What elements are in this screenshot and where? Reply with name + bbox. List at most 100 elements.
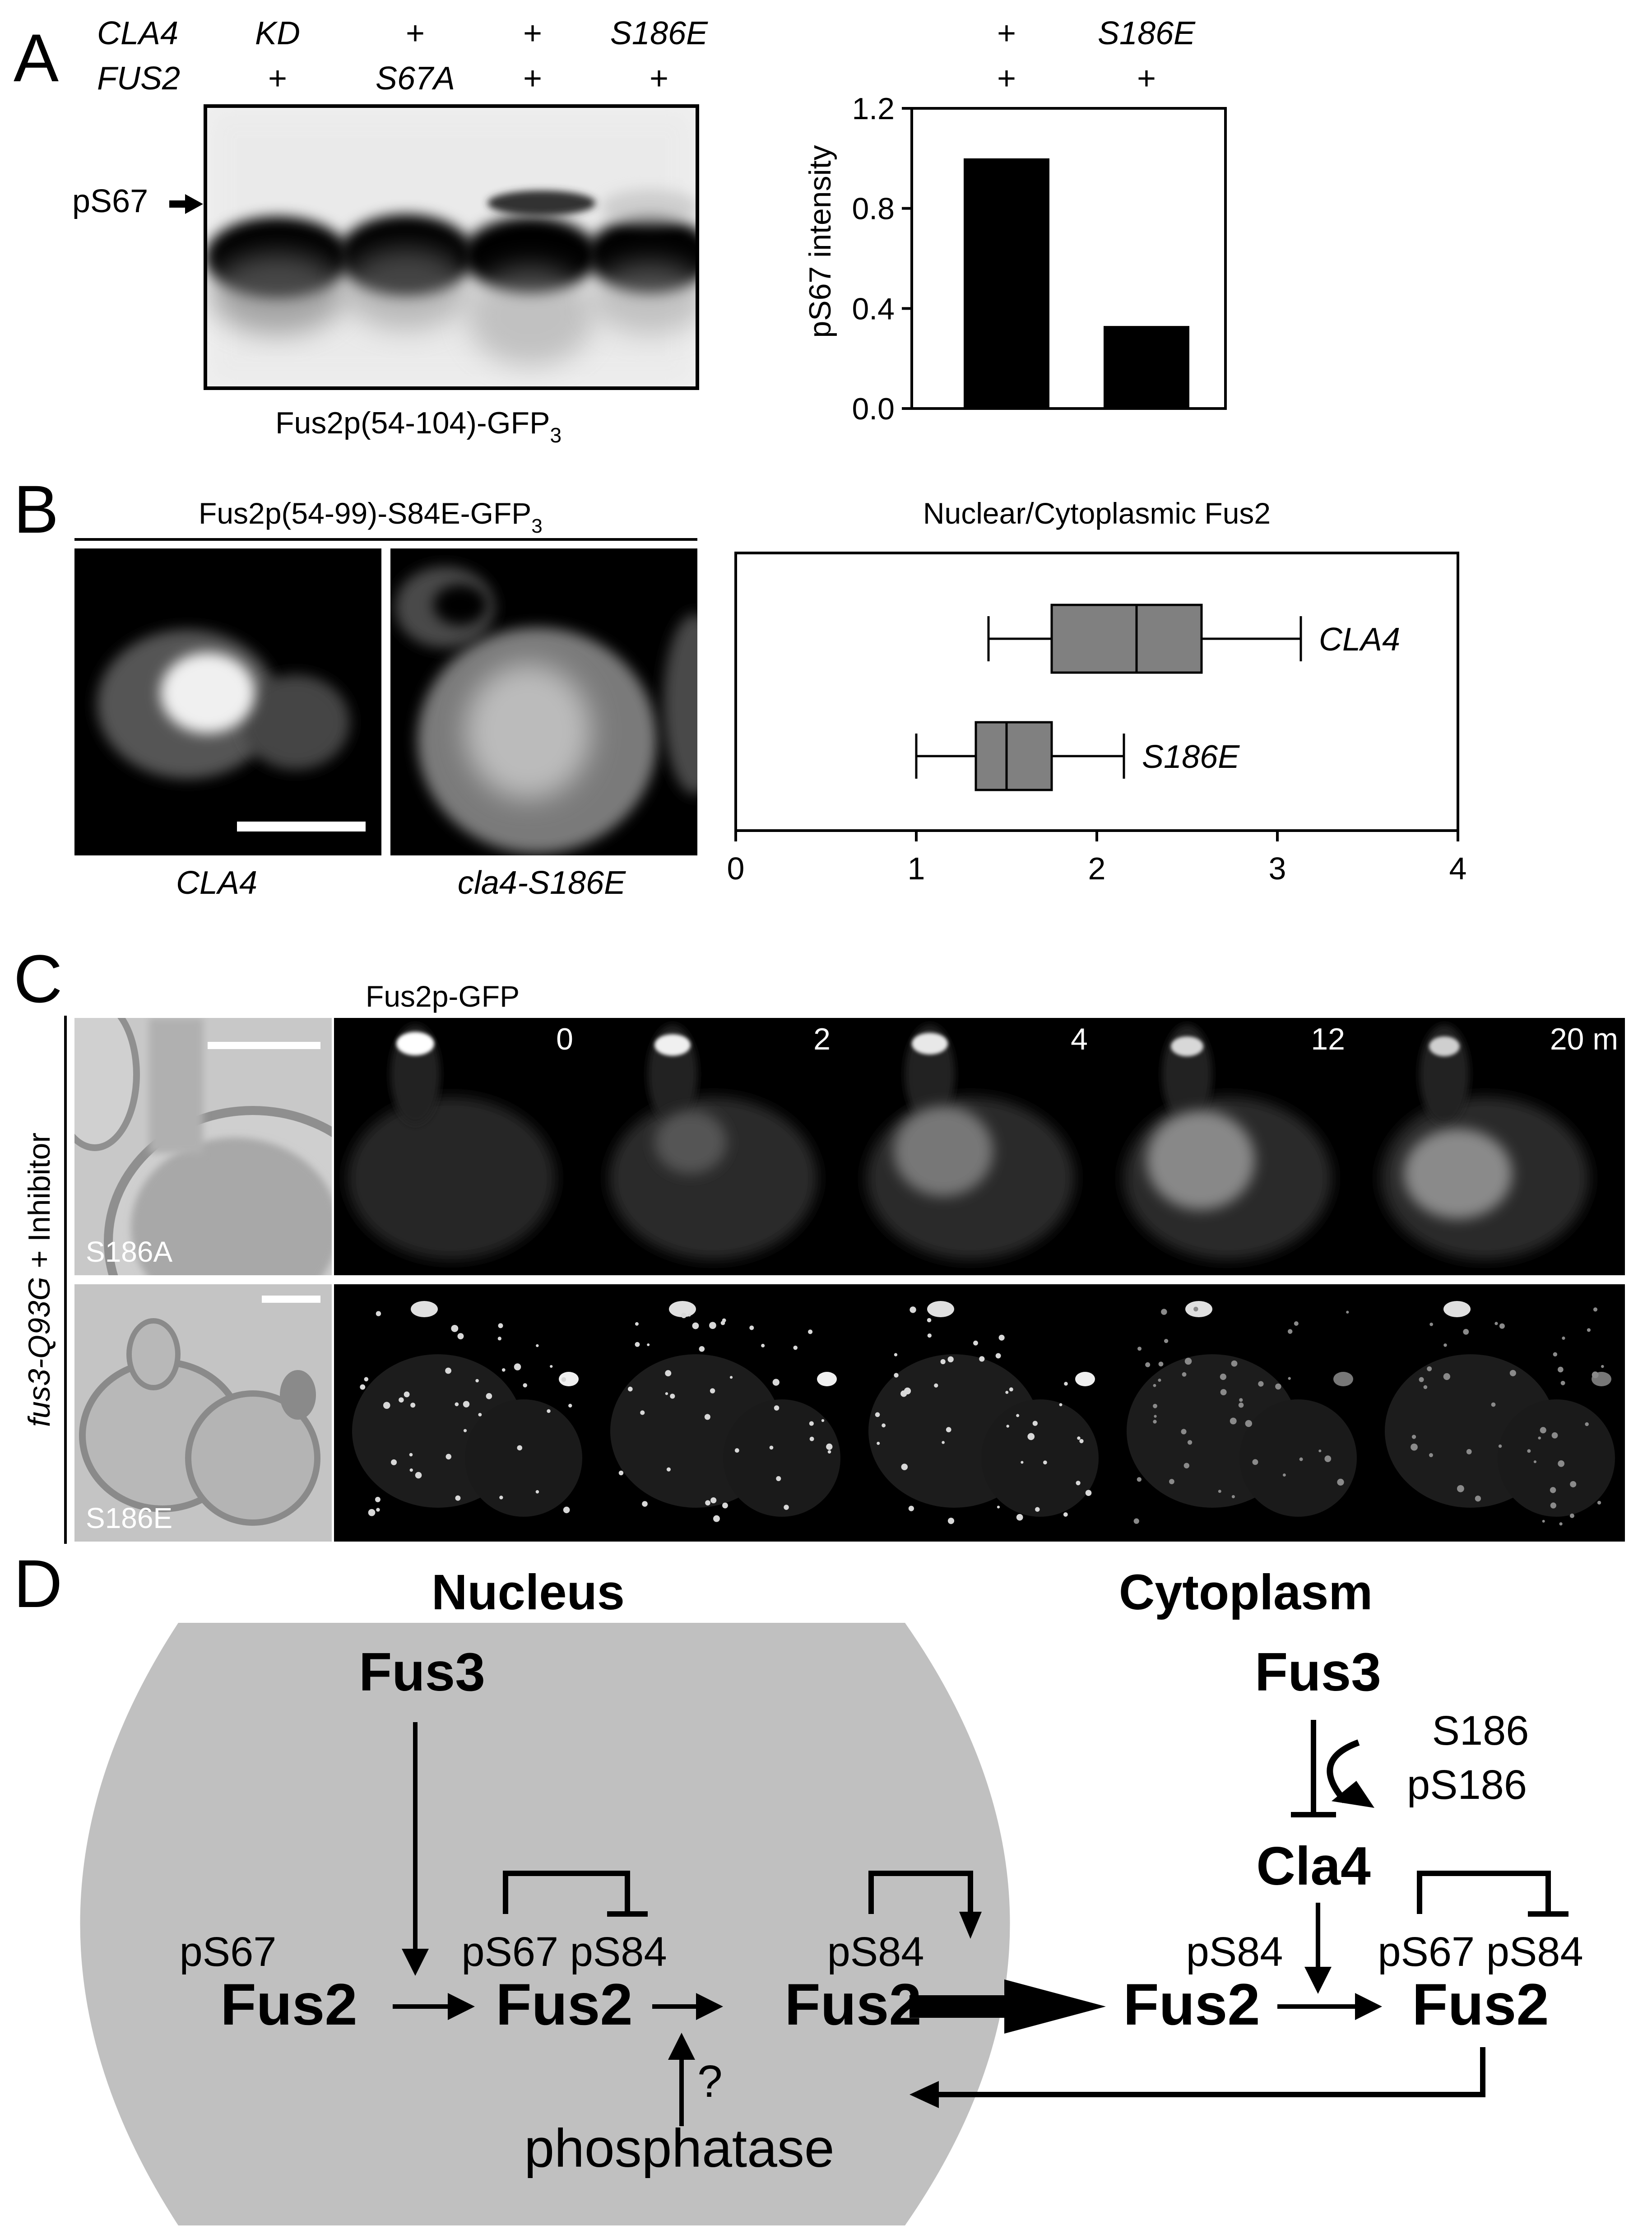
punctum bbox=[1153, 1420, 1157, 1424]
punctum bbox=[877, 1441, 880, 1445]
export-arrow bbox=[910, 1979, 1106, 2034]
punctum bbox=[692, 1322, 699, 1329]
chart-header-1-cla4: + bbox=[997, 15, 1016, 51]
punctum bbox=[1288, 1377, 1291, 1380]
punctum bbox=[998, 1334, 1005, 1341]
punctum bbox=[514, 1363, 521, 1370]
punctum bbox=[368, 1509, 376, 1516]
punctum bbox=[1597, 1500, 1601, 1505]
punctum bbox=[1076, 1481, 1081, 1486]
punctum bbox=[1275, 1383, 1281, 1390]
feedback-arrow-ps84 bbox=[868, 1871, 973, 1916]
timelapse-row-s186e: S186E bbox=[74, 1284, 1625, 1542]
punctum bbox=[772, 1379, 780, 1386]
row-label-cla4: CLA4 bbox=[97, 15, 178, 51]
punctum bbox=[1220, 1389, 1227, 1396]
punctum bbox=[734, 1448, 739, 1453]
punctum bbox=[463, 1401, 470, 1408]
punctum bbox=[410, 1403, 416, 1408]
blot-caption: Fus2p(54-104)-GFP3 bbox=[275, 406, 561, 447]
punctum bbox=[642, 1501, 648, 1507]
time-label-0: 0 bbox=[556, 1022, 573, 1056]
lane-2-cla4: + bbox=[406, 15, 425, 51]
punctum bbox=[1137, 1347, 1142, 1351]
punctum bbox=[451, 1324, 459, 1332]
punctum bbox=[1560, 1380, 1565, 1385]
tip-signal bbox=[411, 1301, 438, 1317]
punctum bbox=[1153, 1403, 1157, 1408]
punctum bbox=[808, 1329, 813, 1334]
tip-signal bbox=[1185, 1301, 1212, 1317]
panel-c-label: C bbox=[14, 941, 62, 1017]
micrograph-label-s186e: cla4-S186E bbox=[458, 865, 626, 901]
chart-header-2-cla4: S186E bbox=[1098, 15, 1196, 51]
punctum bbox=[1064, 1382, 1068, 1386]
micrograph-label-cla4: CLA4 bbox=[176, 865, 257, 901]
punctum bbox=[1032, 1421, 1038, 1426]
box-1-label: CLA4 bbox=[1319, 622, 1400, 658]
punctum bbox=[475, 1379, 479, 1383]
panel-c-header: Fus2p-GFP bbox=[366, 980, 520, 1013]
lane-1-fus2: + bbox=[268, 60, 287, 97]
nucleus-shape bbox=[80, 1623, 1010, 2225]
punctum bbox=[1182, 1372, 1187, 1377]
panel-a-label: A bbox=[14, 20, 59, 96]
band-label-ps67: pS67 bbox=[72, 183, 148, 219]
punctum bbox=[1245, 1420, 1253, 1427]
punctum bbox=[1551, 1432, 1558, 1439]
punctum bbox=[1027, 1433, 1035, 1440]
bar-chart-ytick-label: 0.8 bbox=[852, 192, 895, 226]
punctum bbox=[705, 1500, 710, 1506]
punctum bbox=[1161, 1309, 1167, 1315]
punctum bbox=[894, 1353, 898, 1356]
cell-body bbox=[981, 1399, 1099, 1517]
lane-1-cla4: KD bbox=[255, 15, 300, 51]
ps186-label: pS186 bbox=[1407, 1762, 1527, 1808]
time-label-12: 12 bbox=[1311, 1022, 1345, 1056]
bar-chart-ylabel: pS67 intensity bbox=[803, 145, 837, 338]
punctum bbox=[1457, 1485, 1464, 1492]
western-blot bbox=[204, 104, 699, 390]
bar-chart-ytick-label: 1.2 bbox=[852, 92, 895, 126]
punctum bbox=[457, 1333, 464, 1340]
punctum bbox=[635, 1322, 639, 1326]
micrograph-cla4-s186e bbox=[390, 548, 697, 855]
punctum bbox=[409, 1468, 413, 1472]
box-2-iqr bbox=[974, 721, 1053, 791]
punctum bbox=[1016, 1514, 1023, 1521]
punctum bbox=[517, 1445, 523, 1451]
punctum bbox=[501, 1368, 506, 1372]
punctum bbox=[1181, 1429, 1187, 1435]
punctum bbox=[568, 1403, 572, 1408]
time-label-2: 2 bbox=[813, 1022, 831, 1056]
punctum bbox=[647, 1343, 650, 1347]
punctum bbox=[710, 1497, 717, 1504]
punctum bbox=[1184, 1357, 1192, 1365]
punctum bbox=[875, 1412, 880, 1417]
punctum bbox=[376, 1508, 380, 1512]
punctum bbox=[979, 1356, 985, 1362]
scale-bar bbox=[262, 1296, 320, 1303]
punctum bbox=[375, 1496, 381, 1502]
punctum bbox=[498, 1323, 503, 1329]
punctum bbox=[710, 1388, 715, 1394]
punctum bbox=[665, 1392, 668, 1395]
inhibit-ps67-ps84-cytoplasm bbox=[1417, 1871, 1551, 1914]
strain-label-s186e: S186E bbox=[86, 1502, 172, 1534]
punctum bbox=[1558, 1366, 1564, 1373]
punctum bbox=[1252, 1459, 1258, 1465]
punctum bbox=[894, 1373, 899, 1378]
punctum bbox=[1466, 1449, 1472, 1454]
punctum bbox=[497, 1337, 501, 1341]
lane-3-fus2: + bbox=[523, 60, 542, 97]
punctum bbox=[901, 1463, 908, 1470]
tip-signal bbox=[927, 1301, 954, 1317]
autophosphorylation-arrow bbox=[1327, 1739, 1360, 1803]
punctum bbox=[1585, 1422, 1589, 1426]
punctum bbox=[910, 1306, 916, 1313]
node-1-name: Fus2 bbox=[220, 1971, 357, 2037]
punctum bbox=[1231, 1360, 1238, 1367]
punctum bbox=[1553, 1352, 1558, 1356]
punctum bbox=[1218, 1490, 1221, 1493]
